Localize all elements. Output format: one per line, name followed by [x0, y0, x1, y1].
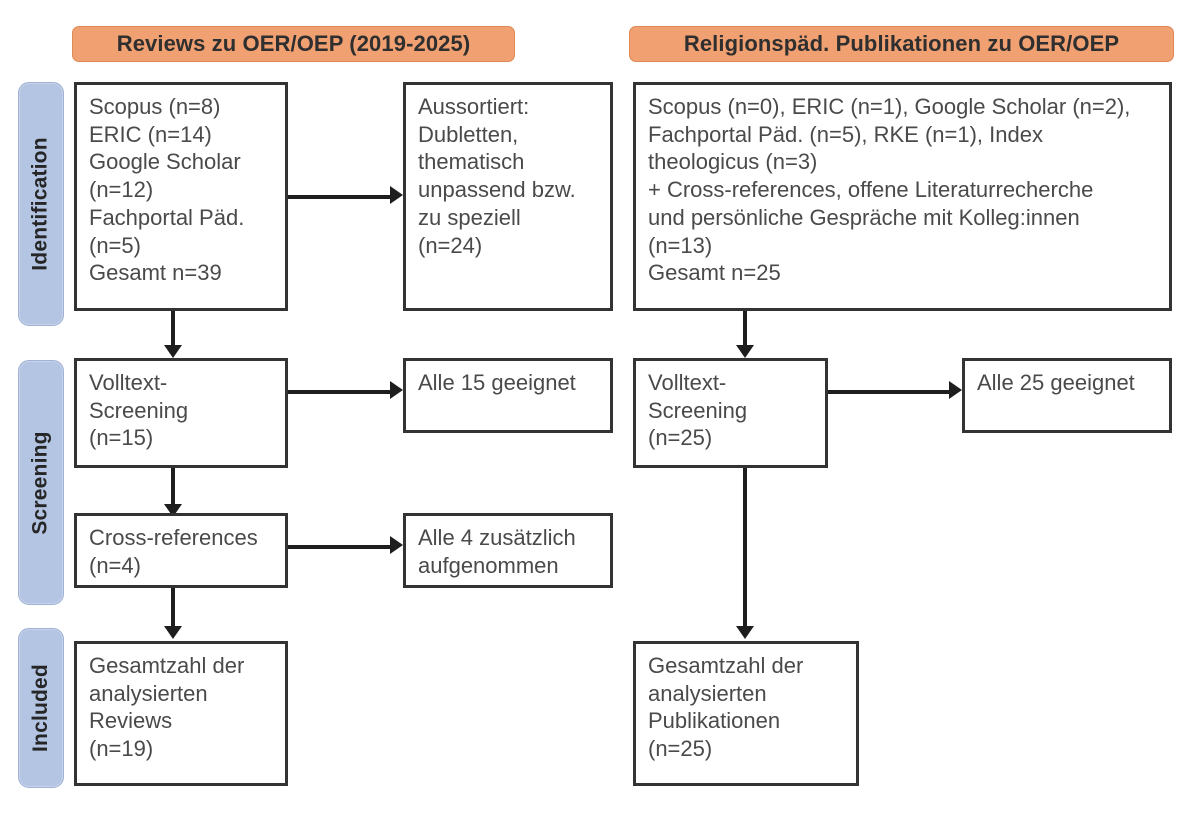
box-right-included-text: Gesamtzahl der analysierten Publikatione…	[648, 653, 804, 762]
column-header-publikationen-text: Religionspäd. Publikationen zu OER/OEP	[683, 31, 1120, 56]
box-left-crossrefs-result-text: Alle 4 zusätzlich aufgenommen	[418, 525, 576, 578]
box-left-excluded: Aussortiert: Dubletten, thematisch unpas…	[403, 82, 613, 311]
connector-left-crossrefs-to-included	[171, 588, 175, 630]
connector-right-screening-to-included	[743, 468, 747, 630]
stage-label-included-text: Included	[29, 664, 53, 752]
arrowhead-right-identification-to-screening	[736, 345, 754, 358]
box-left-included: Gesamtzahl der analysierten Reviews (n=1…	[74, 641, 288, 786]
arrowhead-right-screening-to-result	[949, 381, 962, 399]
connector-left-crossrefs-to-result	[288, 545, 392, 549]
column-header-publikationen: Religionspäd. Publikationen zu OER/OEP	[629, 26, 1174, 62]
connector-right-identification-to-screening	[743, 311, 747, 349]
box-left-crossrefs-result: Alle 4 zusätzlich aufgenommen	[403, 513, 613, 588]
column-header-reviews: Reviews zu OER/OEP (2019-2025)	[72, 26, 515, 62]
connector-left-identification-to-excluded	[288, 195, 392, 199]
connector-left-screening-to-result	[288, 390, 392, 394]
arrowhead-left-identification-to-excluded	[390, 186, 403, 204]
box-right-screening-result: Alle 25 geeignet	[962, 358, 1172, 433]
arrowhead-left-screening-to-result	[390, 381, 403, 399]
box-right-identification: Scopus (n=0), ERIC (n=1), Google Scholar…	[633, 82, 1172, 311]
box-left-identification: Scopus (n=8) ERIC (n=14) Google Scholar …	[74, 82, 288, 311]
arrowhead-left-crossrefs-to-result	[390, 536, 403, 554]
arrowhead-left-crossrefs-to-included	[164, 626, 182, 639]
connector-left-screening-to-crossrefs	[171, 468, 175, 508]
box-left-screening-result-text: Alle 15 geeignet	[418, 370, 576, 395]
arrowhead-left-identification-to-screening	[164, 345, 182, 358]
stage-label-identification: Identification	[18, 82, 64, 326]
stage-label-screening: Screening	[18, 360, 64, 605]
box-right-identification-text: Scopus (n=0), ERIC (n=1), Google Scholar…	[648, 94, 1131, 286]
arrowhead-right-screening-to-included	[736, 626, 754, 639]
box-left-included-text: Gesamtzahl der analysierten Reviews (n=1…	[89, 653, 245, 762]
box-right-included: Gesamtzahl der analysierten Publikatione…	[633, 641, 859, 786]
connector-left-identification-to-screening	[171, 311, 175, 349]
box-left-identification-text: Scopus (n=8) ERIC (n=14) Google Scholar …	[89, 94, 245, 286]
column-header-reviews-text: Reviews zu OER/OEP (2019-2025)	[116, 31, 471, 56]
box-left-screening-result: Alle 15 geeignet	[403, 358, 613, 433]
stage-label-screening-text: Screening	[29, 430, 52, 535]
connector-right-screening-to-result	[828, 390, 951, 394]
box-left-crossrefs-text: Cross-references (n=4)	[89, 525, 258, 578]
box-left-screening: Volltext- Screening (n=15)	[74, 358, 288, 468]
box-left-excluded-text: Aussortiert: Dubletten, thematisch unpas…	[418, 94, 576, 258]
stage-label-included: Included	[18, 628, 64, 788]
box-right-screening: Volltext- Screening (n=25)	[633, 358, 828, 468]
stage-label-identification-text: Identification	[29, 137, 52, 271]
box-left-screening-text: Volltext- Screening (n=15)	[89, 370, 189, 451]
box-right-screening-result-text: Alle 25 geeignet	[977, 370, 1135, 395]
box-right-screening-text: Volltext- Screening (n=25)	[648, 370, 748, 451]
box-left-crossrefs: Cross-references (n=4)	[74, 513, 288, 588]
